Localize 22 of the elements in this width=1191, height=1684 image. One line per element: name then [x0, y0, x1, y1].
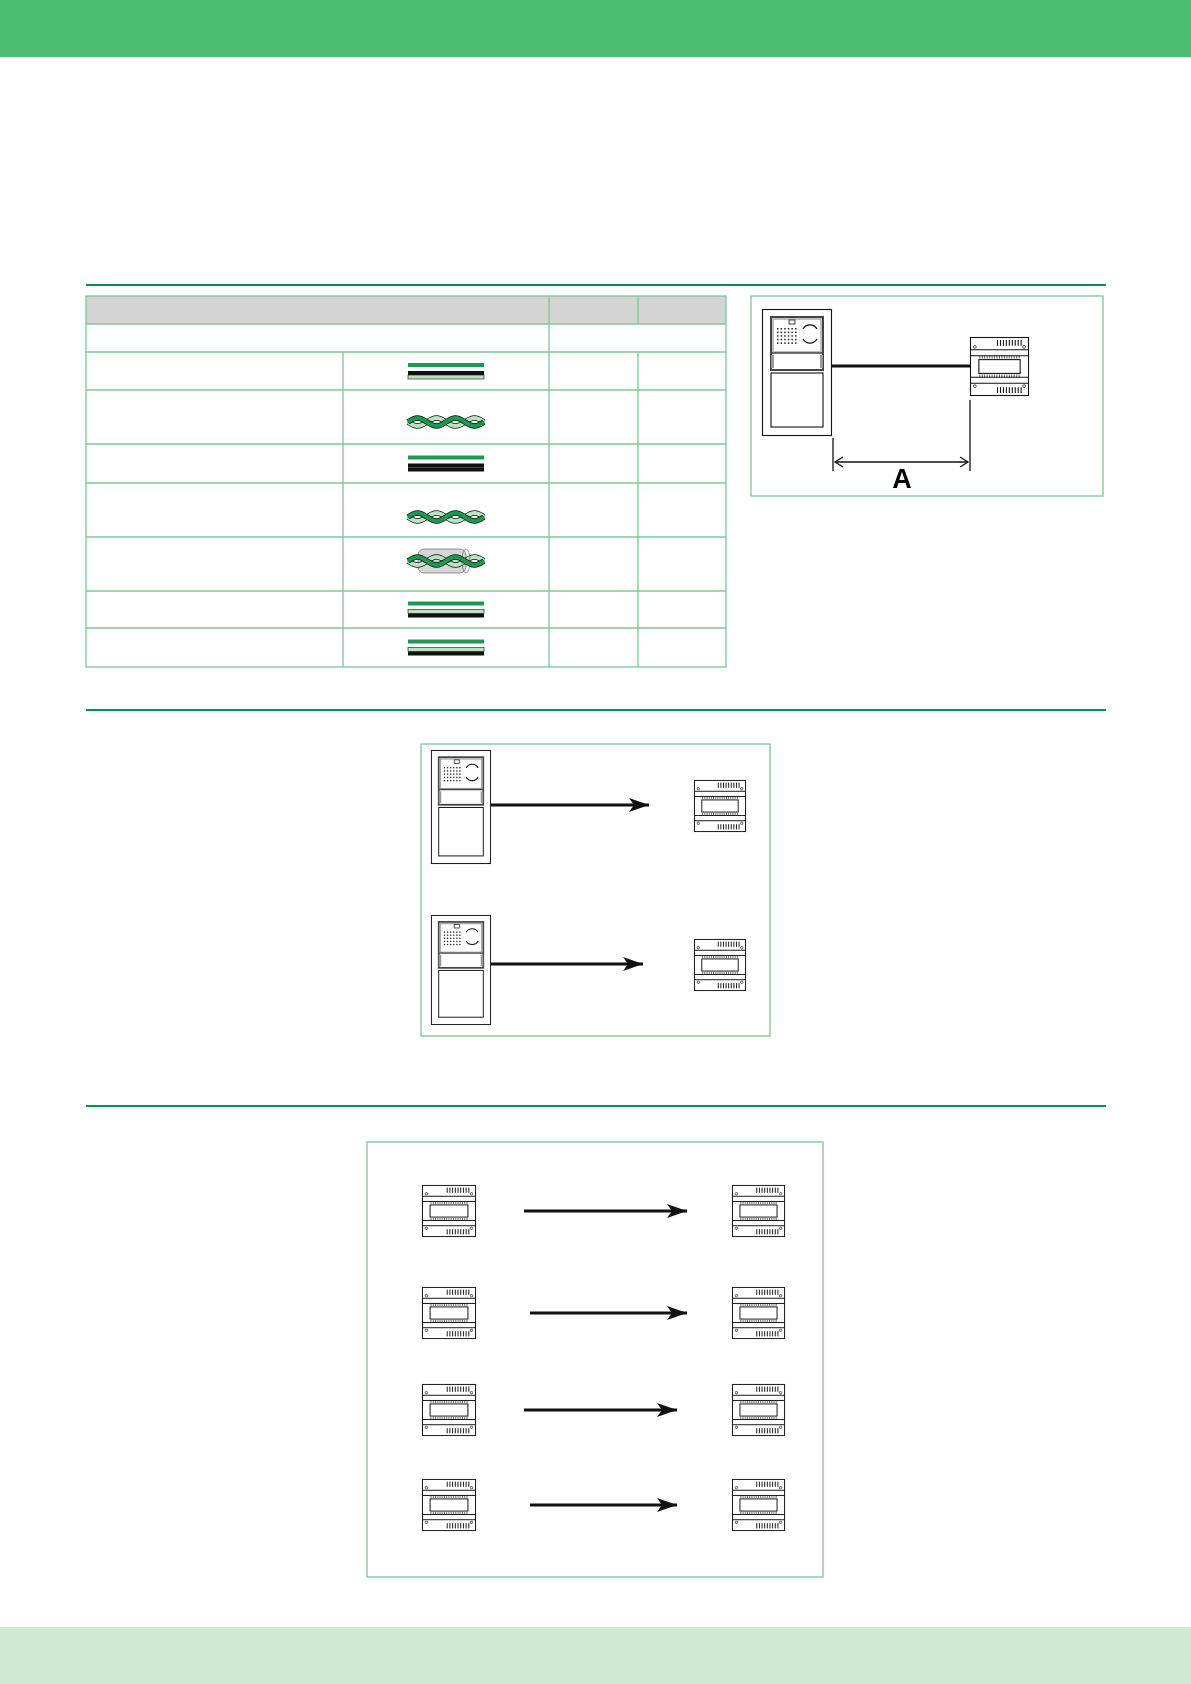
connection-line: [832, 364, 970, 368]
control-module-drawing: [422, 1185, 476, 1237]
control-module-drawing: [732, 1384, 785, 1436]
control-module-drawing: [422, 1479, 476, 1531]
control-module-drawing: [732, 1479, 785, 1531]
control-module-drawing: [970, 337, 1029, 396]
control-module-drawing: [732, 1287, 785, 1339]
control-module-drawing: [422, 1384, 476, 1436]
control-module-drawing: [422, 1287, 476, 1339]
door-panel-drawing: [762, 309, 832, 436]
control-module-drawing: [732, 1185, 785, 1237]
dimension-label: A: [892, 466, 912, 493]
arrow: [530, 1306, 687, 1320]
arrow: [491, 957, 643, 971]
door-panel-drawing: [431, 750, 491, 864]
door-panel-drawing: [431, 915, 491, 1025]
arrow: [530, 1498, 677, 1512]
arrow: [524, 1403, 677, 1417]
arrow: [491, 798, 649, 812]
arrow: [524, 1204, 687, 1218]
control-module-drawing: [694, 939, 746, 991]
control-module-drawing: [694, 780, 746, 832]
